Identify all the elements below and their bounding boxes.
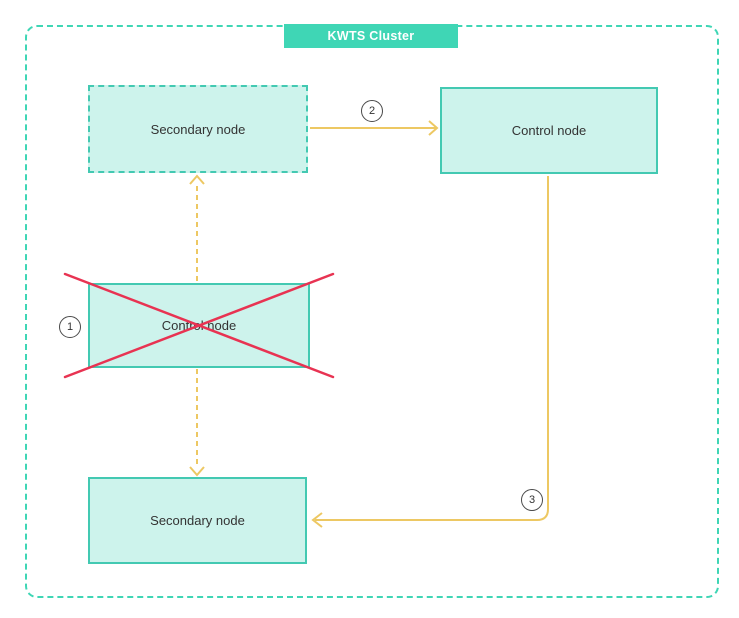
step-3-badge: 3: [521, 489, 543, 511]
node-control-active: Control node: [440, 87, 658, 174]
step-2-badge: 2: [361, 100, 383, 122]
node-control-failed: Control node: [88, 283, 310, 368]
node-secondary-top: Secondary node: [88, 85, 308, 173]
node-control-failed-label: Control node: [161, 318, 237, 333]
node-secondary-bottom-label: Secondary node: [150, 513, 245, 528]
node-control-active-label: Control node: [511, 123, 587, 138]
step-1-badge: 1: [59, 316, 81, 338]
cluster-title: KWTS Cluster: [284, 24, 458, 48]
node-secondary-top-label: Secondary node: [150, 121, 246, 137]
node-secondary-bottom: Secondary node: [88, 477, 307, 564]
